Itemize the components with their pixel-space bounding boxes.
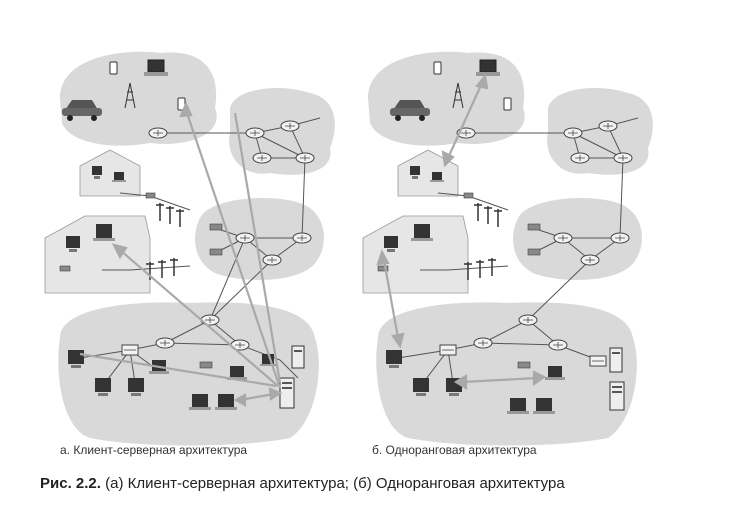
desktop-icon xyxy=(386,350,402,368)
mobile-network-cloud xyxy=(60,51,217,146)
laptop-icon xyxy=(533,398,555,414)
router-icon xyxy=(292,232,312,244)
subfigure-caption-a: а. Клиент-серверная архитектура xyxy=(60,443,248,457)
server-icon xyxy=(609,381,625,411)
router-icon xyxy=(148,127,168,139)
house-icon xyxy=(79,149,141,197)
modem-icon xyxy=(377,192,541,369)
router-icon xyxy=(548,339,568,351)
desktop-icon xyxy=(68,350,84,368)
laptop-icon xyxy=(144,59,168,76)
car-icon xyxy=(62,100,102,121)
router-icon xyxy=(580,254,600,266)
middle-isp-cloud xyxy=(513,198,642,280)
router-icon xyxy=(200,314,220,326)
cell-tower-icon xyxy=(452,82,464,109)
router-icon xyxy=(518,314,538,326)
server-icon xyxy=(279,377,295,409)
enterprise-cloud xyxy=(376,302,637,446)
utility-pole-icon xyxy=(146,203,184,280)
laptop-icon xyxy=(507,398,529,414)
house-icon xyxy=(362,215,469,294)
routers xyxy=(121,120,315,356)
desktop-icon xyxy=(384,236,398,252)
router-icon xyxy=(155,337,175,349)
router-icon xyxy=(230,339,250,351)
top-isp-cloud xyxy=(547,88,653,175)
desktop-icon xyxy=(410,166,420,179)
modem-icon xyxy=(59,192,223,369)
router-icon xyxy=(563,127,583,139)
house-icon xyxy=(44,215,151,294)
server-icon xyxy=(609,347,623,373)
desktop-icon xyxy=(95,378,111,396)
server-icon xyxy=(291,345,305,369)
car-icon xyxy=(390,100,430,121)
utility-pole-icon xyxy=(464,203,502,280)
desktop-icon xyxy=(413,378,429,396)
laptop-icon xyxy=(112,172,126,182)
routers xyxy=(439,120,633,367)
phone-icon xyxy=(433,61,442,75)
router-icon xyxy=(598,120,618,132)
client-server-diagram xyxy=(40,38,340,468)
cell-tower-icon xyxy=(124,82,136,109)
router-icon xyxy=(473,337,493,349)
laptop-icon xyxy=(476,59,500,76)
network-clouds xyxy=(58,51,335,446)
subfigure-caption-b: б. Одноранговая архитектура xyxy=(372,443,537,457)
router-icon xyxy=(252,152,272,164)
peer-to-peer-diagram xyxy=(358,38,658,468)
router-icon xyxy=(613,152,633,164)
laptop-icon xyxy=(260,354,276,366)
laptop-icon xyxy=(149,360,169,374)
client-server-network-svg xyxy=(44,51,335,446)
top-isp-cloud xyxy=(229,88,335,175)
laptop-icon xyxy=(545,366,565,380)
router-icon xyxy=(610,232,630,244)
laptop-icon xyxy=(227,366,247,380)
router-icon xyxy=(280,120,300,132)
laptop-icon xyxy=(411,224,433,241)
desktop-icon xyxy=(92,166,102,179)
figure-caption-text: (а) Клиент-серверная архитектура; (б) Од… xyxy=(105,475,565,492)
figure-label: Рис. 2.2. xyxy=(40,475,101,492)
desktop-icon xyxy=(66,236,80,252)
laptop-icon xyxy=(430,172,444,182)
peer-to-peer-arrows xyxy=(376,73,547,390)
figure-caption: Рис. 2.2. (а) Клиент-серверная архитекту… xyxy=(40,475,565,492)
laptop-icon xyxy=(93,224,115,241)
phone-icon xyxy=(503,97,512,111)
enterprise-cloud xyxy=(58,302,319,446)
router-icon xyxy=(262,254,282,266)
laptop-icon xyxy=(189,394,211,410)
router-icon xyxy=(235,232,255,244)
router-icon xyxy=(589,355,607,367)
middle-isp-cloud xyxy=(195,198,324,280)
router-icon xyxy=(295,152,315,164)
mobile-network-cloud xyxy=(368,51,525,146)
router-icon xyxy=(245,127,265,139)
laptop-icon xyxy=(215,394,237,410)
house-icon xyxy=(397,149,459,197)
router-icon xyxy=(570,152,590,164)
peer-to-peer-network-svg xyxy=(362,51,653,446)
router-icon xyxy=(121,344,139,356)
desktop-icon xyxy=(128,378,144,396)
router-icon xyxy=(553,232,573,244)
router-icon xyxy=(439,344,457,356)
phone-icon xyxy=(109,61,118,75)
client-server-arrows xyxy=(79,101,283,407)
